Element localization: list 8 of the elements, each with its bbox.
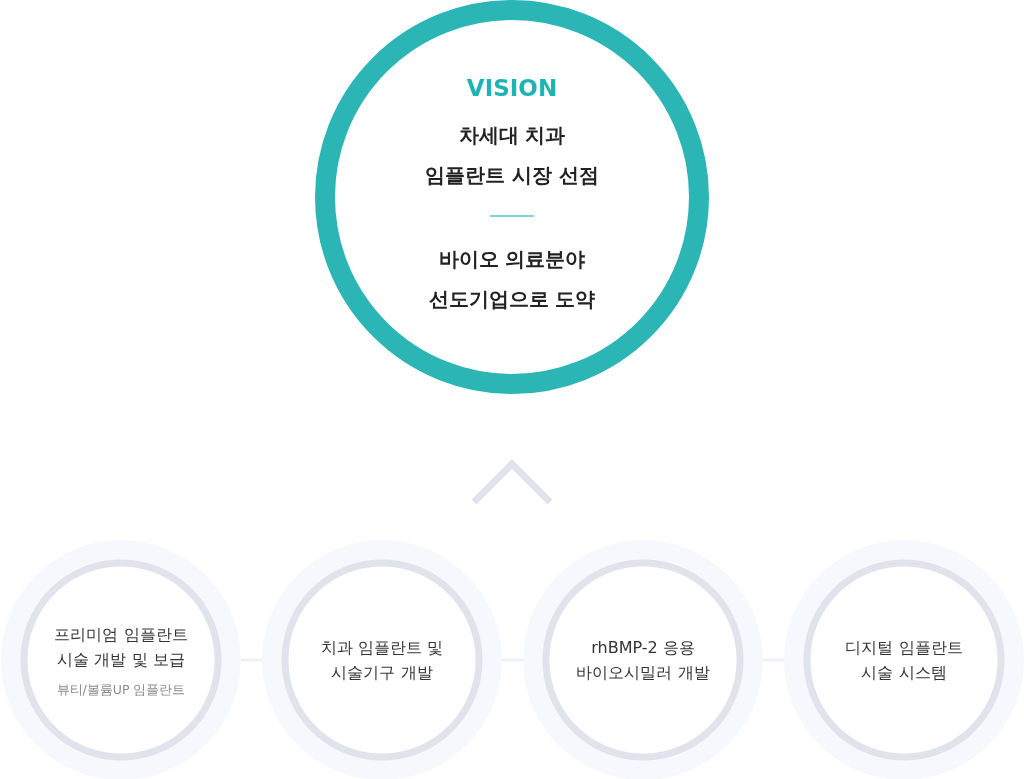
goal-title: 치과 임플란트 및 시술기구 개발 (319, 637, 445, 684)
vision-statement: 차세대 치과 임플란트 시장 선점 (424, 122, 600, 189)
goal-subtitle: 뷰티/볼륨UP 임플란트 (56, 681, 186, 699)
vision-statement: 바이오 의료분야 선도기업으로 도약 (427, 246, 597, 313)
vision-heading: VISION (466, 75, 558, 101)
goal-title: 프리미엄 임플란트 시술 개발 및 보급 (53, 623, 189, 671)
goal-title: 디지털 임플란트 시술 시스템 (844, 637, 964, 684)
goal-title: rhBMP-2 응용 바이오시밀러 개발 (575, 637, 711, 684)
